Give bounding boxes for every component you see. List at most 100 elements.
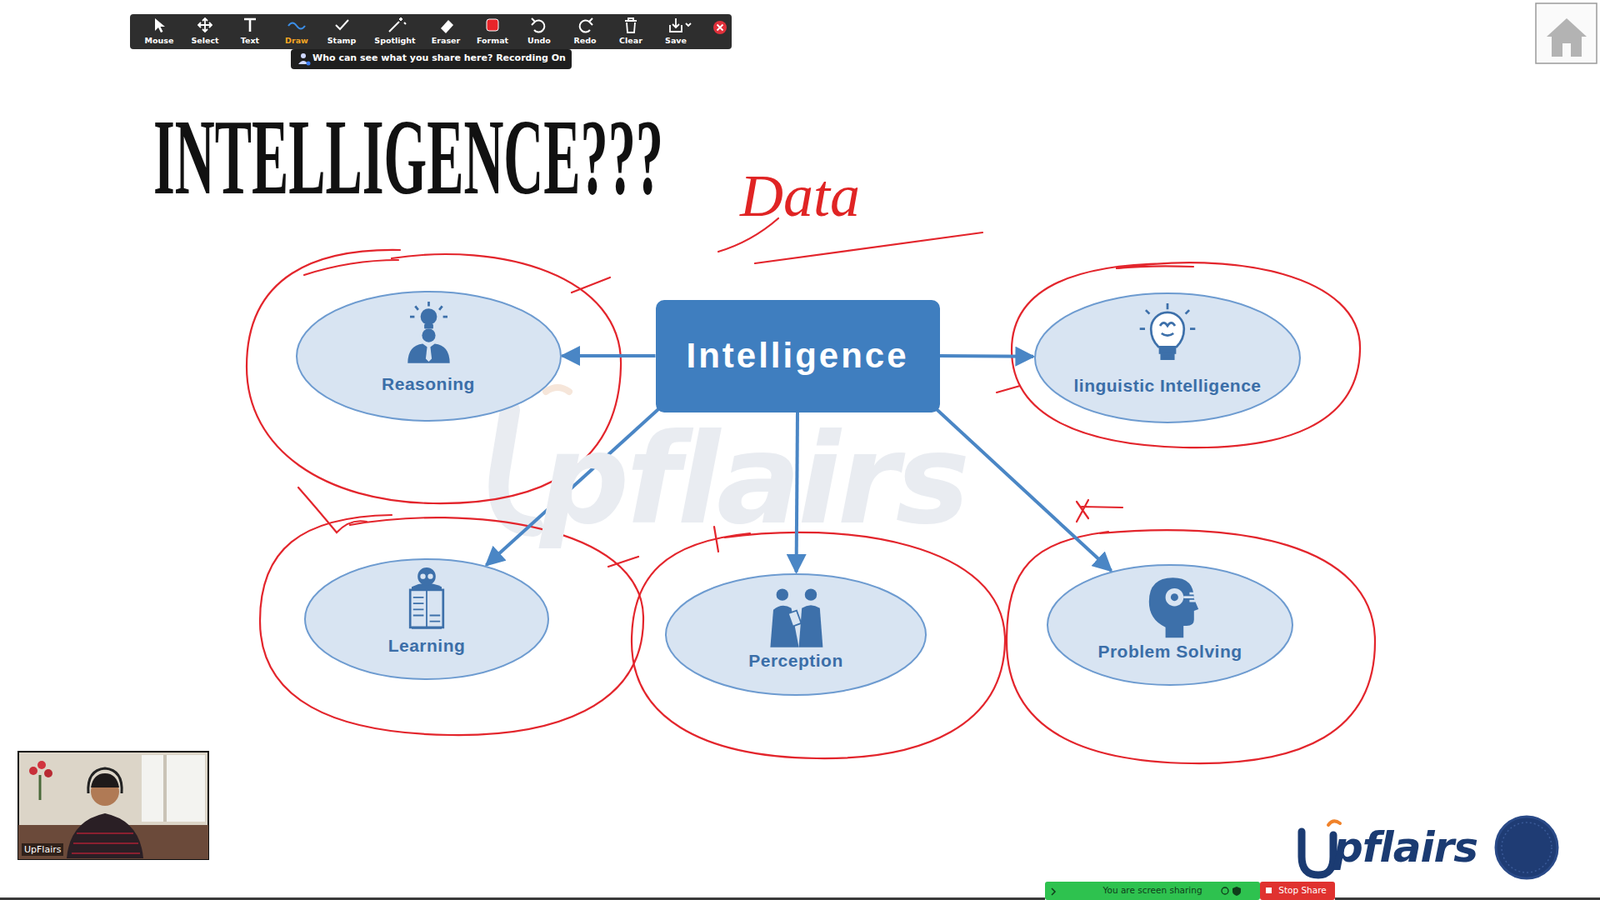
topic-ellipse: Reasoning	[295, 290, 563, 423]
topic-ellipse: linguistic Intelligence	[1033, 291, 1302, 425]
toolbar	[531, 18, 545, 32]
node-icon	[1149, 577, 1199, 638]
toolbar	[300, 53, 306, 59]
node-label: Perception	[748, 650, 844, 671]
screen-share-bar	[1051, 888, 1055, 895]
brand-logo	[1495, 816, 1558, 879]
toolbar-label: Spotlight	[374, 35, 415, 45]
node-icon	[1140, 303, 1196, 360]
video-thumbnail	[163, 755, 167, 822]
node-icon	[421, 328, 435, 342]
hand-drawn-annotation	[755, 232, 983, 264]
toolbar	[130, 14, 732, 50]
watermark-logo	[545, 387, 570, 392]
node-icon	[413, 590, 440, 628]
ellipse-outline	[665, 574, 926, 695]
node-icon	[1140, 303, 1196, 330]
handwritten-note: Data	[740, 160, 860, 232]
node-icon	[1150, 311, 1185, 346]
toolbar	[625, 18, 637, 33]
brand-logo	[1301, 816, 1558, 879]
toolbar	[580, 18, 593, 32]
topic-ellipse: Problem Solving	[1045, 563, 1295, 687]
toolbar	[198, 18, 212, 32]
node-shape	[295, 290, 563, 423]
node-shape	[1033, 291, 1302, 425]
node-label: Reasoning	[381, 373, 475, 395]
ellipse-outline	[296, 291, 561, 421]
logo-text: pflairs	[1333, 825, 1478, 871]
screen-share-bar	[0, 881, 1600, 900]
hand-drawn-annotation	[1076, 500, 1123, 522]
hand-drawn-annotation	[1116, 265, 1194, 269]
hand-drawn-annotation	[246, 218, 1375, 764]
node-icon	[410, 567, 444, 630]
toolbar	[486, 19, 499, 31]
toolbar-label: Redo	[573, 35, 596, 45]
arrow-connector	[562, 354, 656, 358]
hand-drawn-annotation	[1006, 530, 1375, 764]
toolbar-label: Mouse	[145, 35, 175, 45]
toolbar	[288, 23, 305, 30]
node-label: Problem Solving	[1097, 640, 1242, 662]
node-icon	[420, 308, 437, 325]
video-thumbnail	[141, 755, 205, 822]
node-icon	[1160, 348, 1175, 353]
node-icon	[805, 588, 817, 600]
node-icon	[776, 588, 789, 600]
home-button	[1562, 43, 1571, 57]
node-icon	[417, 567, 436, 586]
hand-drawn-annotation	[996, 385, 1020, 393]
node-icon	[410, 590, 444, 628]
node-icon	[1140, 303, 1196, 360]
hand-drawn-annotation	[571, 277, 610, 293]
ellipse-outline	[1047, 565, 1293, 685]
watermark: pflairs	[540, 416, 967, 542]
node-icon	[1161, 354, 1174, 359]
node-icon	[410, 301, 448, 317]
toolbar-label: Clear	[619, 35, 643, 45]
toolbar	[389, 17, 406, 32]
node-icon	[425, 345, 431, 362]
topic-ellipse: Perception	[664, 572, 928, 697]
node-label: Learning	[388, 635, 466, 656]
video-thumbnail	[66, 813, 144, 859]
node-icon	[420, 574, 425, 580]
screen-share-bar	[1221, 887, 1229, 895]
node-icon	[1149, 577, 1199, 638]
video-thumbnail	[18, 751, 209, 860]
toolbar	[130, 14, 732, 70]
toolbar-label: Stamp	[327, 35, 357, 45]
node-icon	[1170, 593, 1179, 601]
video-thumbnail	[71, 833, 140, 854]
central-box: Intelligence	[655, 300, 940, 413]
screen-share-bar	[1335, 897, 1600, 900]
toolbar-label: Format	[476, 35, 509, 45]
toolbar-label: Save	[665, 35, 687, 45]
node-icon	[770, 588, 823, 647]
node-icon	[407, 301, 450, 364]
screen-share-bar	[0, 897, 1045, 900]
toolbar-label: Select	[190, 35, 219, 45]
toolbar-label: Undo	[527, 35, 551, 45]
node-label: linguistic Intelligence	[1073, 375, 1261, 396]
video-thumbnail	[29, 766, 38, 775]
node-shape	[1045, 563, 1295, 687]
video-thumbnail	[90, 773, 120, 788]
node-icon	[788, 610, 802, 626]
video-thumbnail	[44, 769, 53, 778]
arrow-connector	[940, 354, 1035, 359]
brand-logo	[1501, 822, 1552, 873]
video-thumbnail	[88, 768, 122, 794]
box-fill	[655, 300, 940, 413]
node-icon	[410, 567, 444, 630]
hand-drawn-annotation	[608, 556, 639, 567]
home-button	[1546, 18, 1587, 37]
toolbar	[335, 20, 349, 30]
screen-share-bar	[1260, 881, 1335, 900]
node-icon	[1165, 588, 1185, 607]
screen-share-bar	[1265, 887, 1272, 894]
node-icon	[799, 605, 824, 647]
toolbar	[290, 49, 572, 70]
toolbar	[306, 61, 311, 66]
